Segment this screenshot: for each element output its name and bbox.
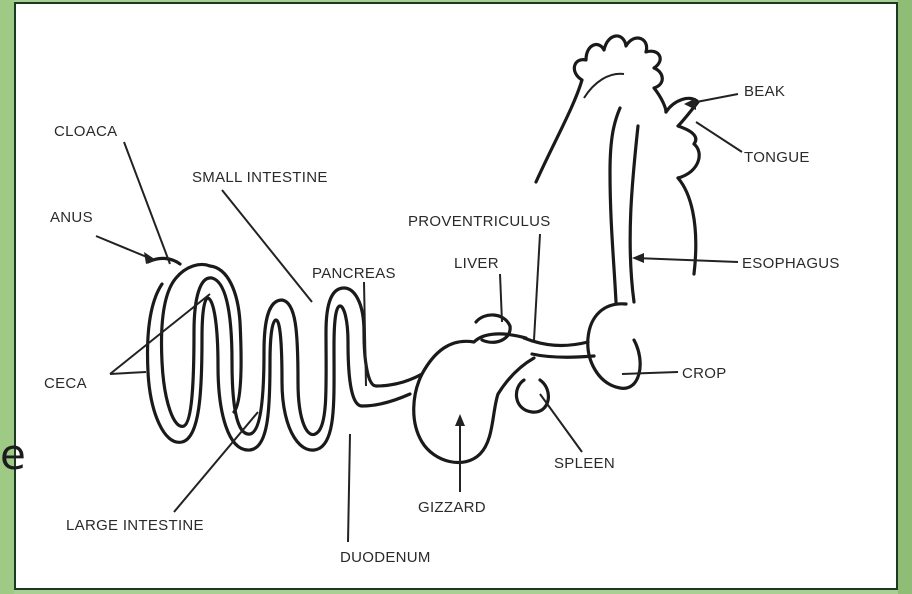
label-esophagus: ESOPHAGUS <box>742 255 840 272</box>
pancreas-pointer <box>364 282 366 386</box>
label-pancreas: PANCREAS <box>312 265 396 282</box>
label-duodenum: DUODENUM <box>340 549 431 566</box>
label-gizzard: GIZZARD <box>418 499 486 516</box>
label-spleen: SPLEEN <box>554 455 615 472</box>
label-cloaca: CLOACA <box>54 123 118 140</box>
label-proventriculus: PROVENTRICULUS <box>408 213 551 230</box>
slide-background-right <box>898 0 912 594</box>
esophagus-pointer <box>634 258 738 262</box>
proventriculus-pointer <box>534 234 540 340</box>
label-crop: CROP <box>682 365 727 382</box>
chicken-head-outline <box>536 36 699 302</box>
slide-background-left <box>0 0 14 594</box>
intestine-loops <box>148 258 422 450</box>
label-beak: BEAK <box>744 83 785 100</box>
digestive-tract-upper <box>414 304 640 463</box>
crop-pointer <box>622 372 678 374</box>
large-intestine-pointer <box>174 412 258 512</box>
label-anus: ANUS <box>50 209 93 226</box>
label-small-intestine: SMALL INTESTINE <box>192 169 328 186</box>
tongue-pointer <box>696 122 742 152</box>
label-tongue: TONGUE <box>744 149 810 166</box>
chicken-digestive-diagram: CLOACA SMALL INTESTINE ANUS PANCREAS CEC… <box>14 2 898 590</box>
small-intestine-pointer <box>222 190 312 302</box>
spleen-pointer <box>540 394 582 452</box>
label-ceca: CECA <box>44 375 87 392</box>
label-large-intestine: LARGE INTESTINE <box>66 517 204 534</box>
cloaca-pointer <box>124 142 170 264</box>
ceca-pointer-lower <box>110 372 146 374</box>
label-liver: LIVER <box>454 255 499 272</box>
duodenum-pointer <box>348 434 350 542</box>
